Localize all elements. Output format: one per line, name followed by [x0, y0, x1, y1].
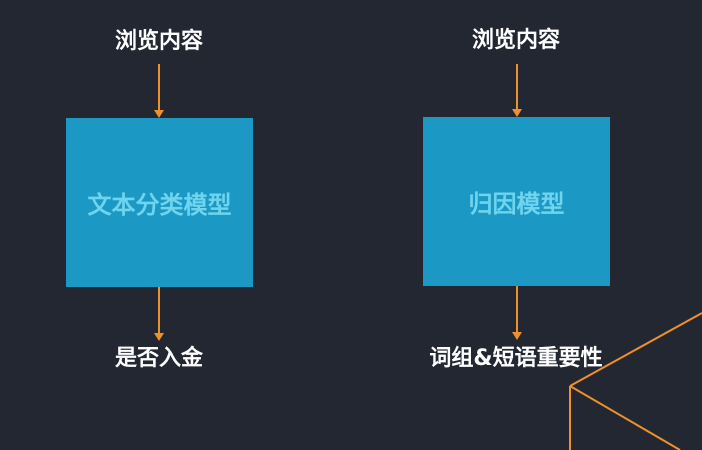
right-output-arrowhead — [512, 332, 522, 340]
right-input-label: 浏览内容 — [471, 28, 561, 53]
right-input-arrow-line — [516, 64, 518, 109]
text-classification-model-box: 文本分类模型 — [66, 118, 253, 287]
text-classification-model-label: 文本分类模型 — [87, 191, 232, 219]
decorative-line-diagonal — [569, 385, 681, 450]
left-output-arrowhead — [154, 333, 164, 341]
left-input-arrowhead — [154, 110, 164, 118]
right-input-arrowhead — [512, 109, 522, 117]
left-output-label: 是否入金 — [114, 346, 204, 371]
attribution-model-label: 归因模型 — [468, 190, 565, 218]
right-output-label: 词组&短语重要性 — [429, 346, 603, 371]
left-input-label: 浏览内容 — [114, 29, 204, 54]
decorative-line-top — [569, 312, 702, 387]
right-output-arrow-line — [516, 286, 518, 332]
left-output-arrow-line — [158, 287, 160, 333]
left-input-arrow-line — [158, 64, 160, 110]
attribution-model-box: 归因模型 — [423, 117, 610, 286]
